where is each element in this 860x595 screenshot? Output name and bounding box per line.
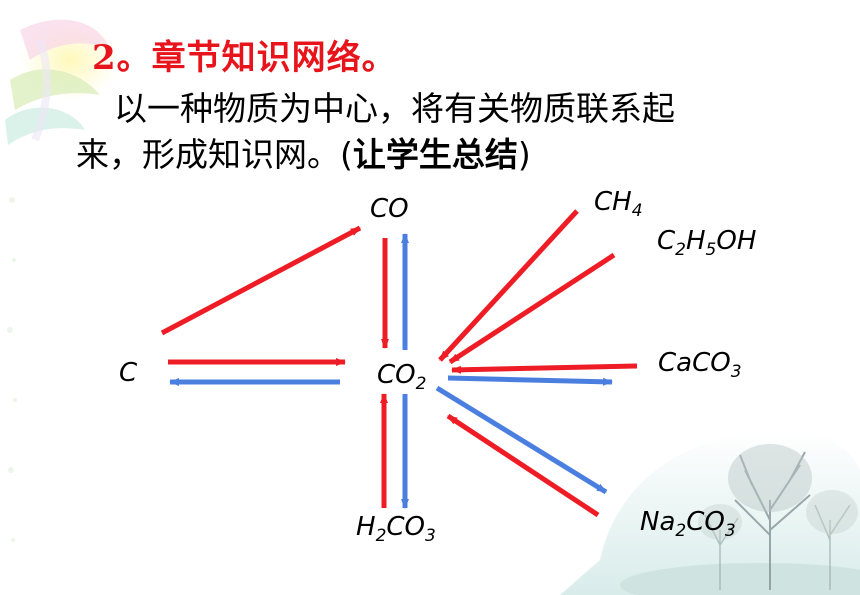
left-texture <box>7 197 17 542</box>
intro-close-paren: ) <box>517 135 531 174</box>
node-h2co3: H2CO3 <box>356 512 436 546</box>
swirl-decoration <box>5 19 120 145</box>
arrow-co2-to-na2co3 <box>435 385 608 495</box>
arrow-na2co3-to-co2 <box>446 413 600 518</box>
node-ch4: CH4 <box>594 187 643 221</box>
intro-line-1: 以一种物质为中心，将有关物质联系起 <box>114 89 675 128</box>
intro-line-2: 来，形成知识网。( <box>76 135 353 174</box>
node-c: C <box>119 358 138 388</box>
node-co: CO <box>370 194 409 224</box>
slide-title: 2。章节知识网络。 <box>92 38 397 78</box>
arrow-ch4-to-co2 <box>438 209 579 362</box>
arrow-co2-to-caco3 <box>447 375 613 386</box>
node-co2: CO2 <box>377 360 427 394</box>
intro-emphasis: 让学生总结 <box>352 135 518 174</box>
intro-text: 以一种物质为中心，将有关物质联系起 来，形成知识网。(让学生总结) <box>76 86 816 178</box>
arrow-caco3-to-co2 <box>451 363 638 374</box>
node-na2co3: Na2CO3 <box>640 507 736 541</box>
arrow-c2h5oh-to-co2 <box>448 252 616 365</box>
node-caco3: CaCO3 <box>658 348 742 382</box>
tree-picture <box>560 430 860 595</box>
arrow-c-to-co <box>160 225 362 336</box>
node-c2h5oh: C2H5OH <box>657 226 757 260</box>
